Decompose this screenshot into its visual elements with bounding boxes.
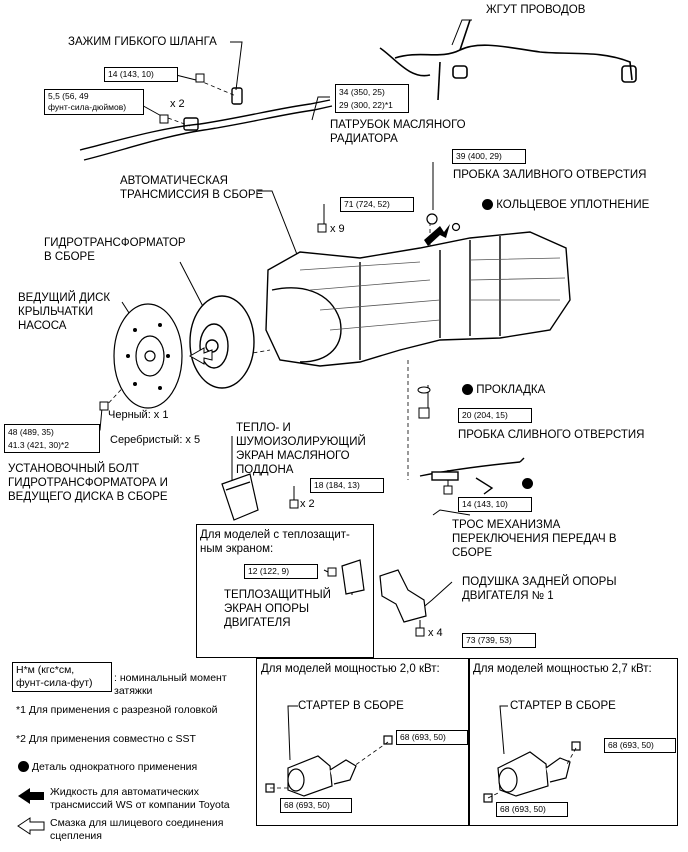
torque-pipe-union: 34 (350, 25) 29 (300, 22)*1 xyxy=(335,84,409,113)
label-drive-plate: ВЕДУЩИЙ ДИСК КРЫЛЬЧАТКИ НАСОСА xyxy=(18,292,111,332)
starter-panel-27kw xyxy=(468,658,678,826)
torque-rear-mount: 73 (739, 53) xyxy=(462,633,536,648)
legend-ws-fluid: Жидкость для автоматических трансмиссий … xyxy=(50,786,230,811)
label-hose-clamp: ЗАЖИМ ГИБКОГО ШЛАНГА xyxy=(68,36,217,48)
legend-spline-grease: Смазка для шлицевого соединения сцеплени… xyxy=(50,817,224,842)
label-at-assembly: АВТОМАТИЧЕСКАЯ ТРАНСМИССИЯ В СБОРЕ xyxy=(120,175,264,201)
legend-non-reusable-text: Деталь однократного применения xyxy=(31,761,198,773)
heat-shield-frame xyxy=(196,524,374,658)
shift-cable-clip-mark xyxy=(522,477,533,491)
non-reusable-icon xyxy=(18,761,29,772)
legend-unit-box: Н*м (кгс*см, фунт-сила-фут) xyxy=(12,662,112,692)
label-torque-converter: ГИДРОТРАНСФОРМАТОР В СБОРЕ xyxy=(44,237,186,263)
starter-label-27kw: СТАРТЕР В СБОРЕ xyxy=(510,700,616,712)
torque-starter-20-bottom: 68 (693, 50) xyxy=(280,798,352,813)
starter-panel-27kw-title: Для моделей мощностью 2,7 кВт: xyxy=(473,663,652,675)
label-gasket: ПРОКЛАДКА xyxy=(462,383,545,397)
label-o-ring: КОЛЬЦЕВОЕ УПЛОТНЕНИЕ xyxy=(482,198,649,212)
label-fill-plug: ПРОБКА ЗАЛИВНОГО ОТВЕРСТИЯ xyxy=(453,169,647,181)
label-pan-insulator: ТЕПЛО- И ШУМОИЗОЛИРУЮЩИЙ ЭКРАН МАСЛЯНОГО… xyxy=(236,422,366,476)
label-rear-mount: ПОДУШКА ЗАДНЕЙ ОПОРЫ ДВИГАТЕЛЯ № 1 xyxy=(462,576,617,602)
torque-clamp-bolt: 14 (143, 10) xyxy=(104,67,178,82)
gasket-text: ПРОКЛАДКА xyxy=(476,384,546,396)
o-ring-text: КОЛЬЦЕВОЕ УПЛОТНЕНИЕ xyxy=(496,199,650,211)
torque-mount-insulator: 12 (122, 9) xyxy=(244,564,318,579)
label-cooler-pipe: ПАТРУБОК МАСЛЯНОГО РАДИАТОРА xyxy=(330,119,466,145)
torque-drain-plug: 20 (204, 15) xyxy=(458,408,532,423)
label-qty-x4: x 4 xyxy=(428,627,443,639)
non-reusable-icon xyxy=(462,384,473,395)
label-qty-x2-a: x 2 xyxy=(170,98,185,110)
label-black-qty: Черный: x 1 xyxy=(108,409,169,421)
starter-panel-20kw xyxy=(256,658,470,826)
torque-pipe-bolt: 5,5 (56, 49 фунт-сила-дюймов) xyxy=(44,89,144,115)
label-mount-insulator: ТЕПЛОЗАЩИТНЫЙ ЭКРАН ОПОРЫ ДВИГАТЕЛЯ xyxy=(224,589,331,629)
torque-tc-bolt: 48 (489, 35) 41.3 (421, 30)*2 xyxy=(4,424,100,453)
label-wire-harness: ЖГУТ ПРОВОДОВ xyxy=(486,4,586,16)
non-reusable-icon xyxy=(482,199,493,210)
legend-note-1: *1 Для применения с разрезной головкой xyxy=(16,704,218,716)
label-shift-cable: ТРОС МЕХАНИЗМА ПЕРЕКЛЮЧЕНИЯ ПЕРЕДАЧ В СБ… xyxy=(452,519,617,559)
torque-at-bolts: 71 (724, 52) xyxy=(340,197,414,212)
non-reusable-icon xyxy=(522,478,533,489)
label-qty-x9: x 9 xyxy=(330,223,345,235)
torque-starter-27-bottom: 68 (693, 50) xyxy=(496,802,568,817)
label-heat-models: Для моделей с теплозащит- ным экраном: xyxy=(200,529,350,555)
legend-note-2: *2 Для применения совместно с SST xyxy=(16,733,196,745)
starter-label-20kw: СТАРТЕР В СБОРЕ xyxy=(298,700,404,712)
torque-fill-plug: 39 (400, 29) xyxy=(452,149,526,164)
torque-starter-27-top: 68 (693, 50) xyxy=(604,738,676,753)
torque-pan-insulator: 18 (184, 13) xyxy=(310,478,384,493)
label-drain-plug: ПРОБКА СЛИВНОГО ОТВЕРСТИЯ xyxy=(458,429,645,441)
label-tc-bolt: УСТАНОВОЧНЫЙ БОЛТ ГИДРОТРАНСФОРМАТОРА И … xyxy=(8,463,168,503)
legend-non-reusable: Деталь однократного применения xyxy=(18,760,197,774)
legend-unit-desc: : номинальный момент затяжки xyxy=(114,672,227,697)
label-qty-x2-b: x 2 xyxy=(300,498,315,510)
starter-panel-20kw-title: Для моделей мощностью 2,0 кВт: xyxy=(261,663,440,675)
torque-starter-20-top: 68 (693, 50) xyxy=(396,730,468,745)
torque-shift-cable: 14 (143, 10) xyxy=(458,497,532,512)
label-silver-qty: Серебристый: x 5 xyxy=(110,434,201,446)
